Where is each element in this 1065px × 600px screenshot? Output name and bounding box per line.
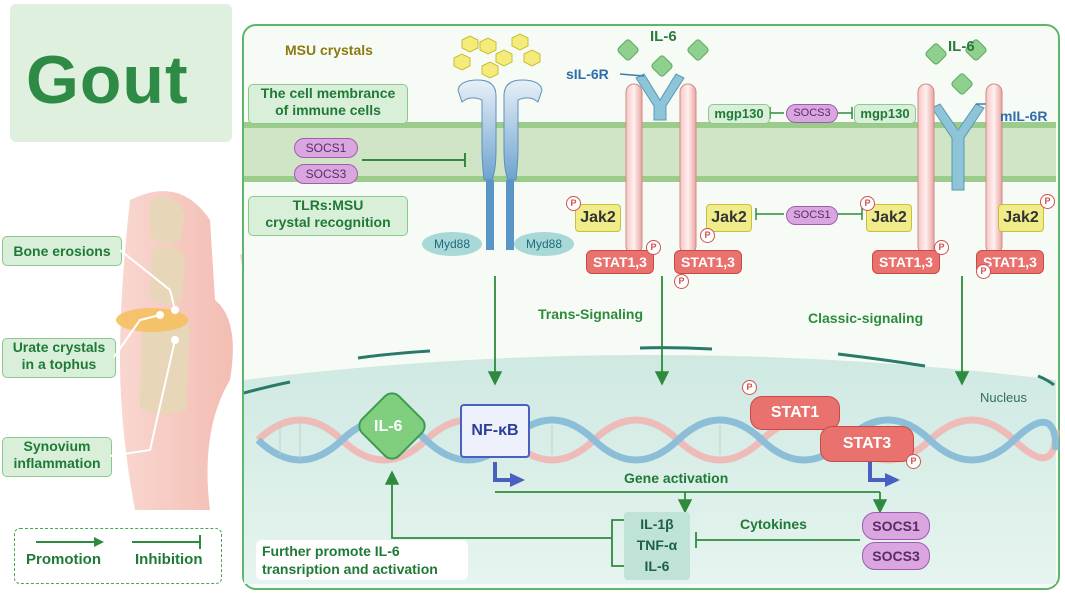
sil6r-label: sIL-6R — [566, 66, 609, 82]
cytokine-tnfa: TNF-α — [636, 537, 678, 553]
mgp130-right: mgp130 — [854, 104, 916, 124]
phospho-4: P — [700, 228, 715, 243]
phospho-6: P — [934, 240, 949, 255]
stat13-1: STAT1,3 — [586, 250, 654, 274]
myd88-left: Myd88 — [422, 232, 482, 256]
il6-label-classic: IL-6 — [948, 38, 975, 55]
legend-box — [14, 528, 222, 584]
legend-symbols — [36, 535, 201, 549]
phospho-2: P — [646, 240, 661, 255]
trans-signaling-label: Trans-Signaling — [538, 306, 644, 322]
jak2-1: Jak2 — [575, 204, 621, 232]
phospho-5: P — [860, 196, 875, 211]
mgp130-left: mgp130 — [708, 104, 770, 124]
stat1-nucleus: STAT1 — [750, 396, 840, 430]
phospho-1: P — [566, 196, 581, 211]
phospho-stat1: P — [742, 380, 757, 395]
jak2-3: Jak2 — [866, 204, 912, 232]
legend-inhibition: Inhibition — [135, 551, 203, 568]
socs3-output: SOCS3 — [862, 542, 930, 570]
socs1-output: SOCS1 — [862, 512, 930, 540]
il6-nucleus-label: IL-6 — [374, 418, 403, 435]
gene-activation-label: Gene activation — [624, 470, 729, 486]
phospho-7: P — [976, 264, 991, 279]
jak2-4: Jak2 — [998, 204, 1044, 232]
socs3-membrane: SOCS3 — [294, 164, 358, 184]
cytokines-label: Cytokines — [740, 516, 807, 532]
title-box — [10, 4, 232, 142]
phospho-8: P — [1040, 194, 1055, 209]
stat13-2: STAT1,3 — [674, 250, 742, 274]
cytokine-il1b: IL-1β — [640, 516, 674, 532]
myd88-right: Myd88 — [514, 232, 574, 256]
jak2-2: Jak2 — [706, 204, 752, 232]
stat13-3: STAT1,3 — [872, 250, 940, 274]
nfkb-box: NF-κB — [460, 404, 530, 458]
phospho-stat3: P — [906, 454, 921, 469]
mil6r-label: mIL-6R — [1000, 108, 1048, 124]
phospho-3: P — [674, 274, 689, 289]
socs3-mgp130: SOCS3 — [786, 104, 838, 123]
cytokine-list: IL-1β TNF-α IL-6 — [624, 512, 690, 580]
socs1-membrane: SOCS1 — [294, 138, 358, 158]
stat3-nucleus: STAT3 — [820, 426, 914, 462]
cytokine-il6: IL-6 — [644, 558, 670, 574]
page-title: Gout — [26, 42, 189, 118]
il6-label-trans: IL-6 — [650, 28, 677, 45]
label-pointer-lines — [109, 249, 179, 457]
classic-signaling-label: Classic-signaling — [808, 310, 924, 326]
nucleus-label: Nucleus — [980, 390, 1027, 405]
label-bone-erosions: Bone erosions — [2, 236, 122, 266]
msu-crystals-label: MSU crystals — [285, 42, 373, 58]
legend-promotion: Promotion — [26, 551, 101, 568]
socs1-jak2: SOCS1 — [786, 206, 838, 225]
further-promote-box: Further promote IL-6 transription and ac… — [256, 540, 468, 580]
